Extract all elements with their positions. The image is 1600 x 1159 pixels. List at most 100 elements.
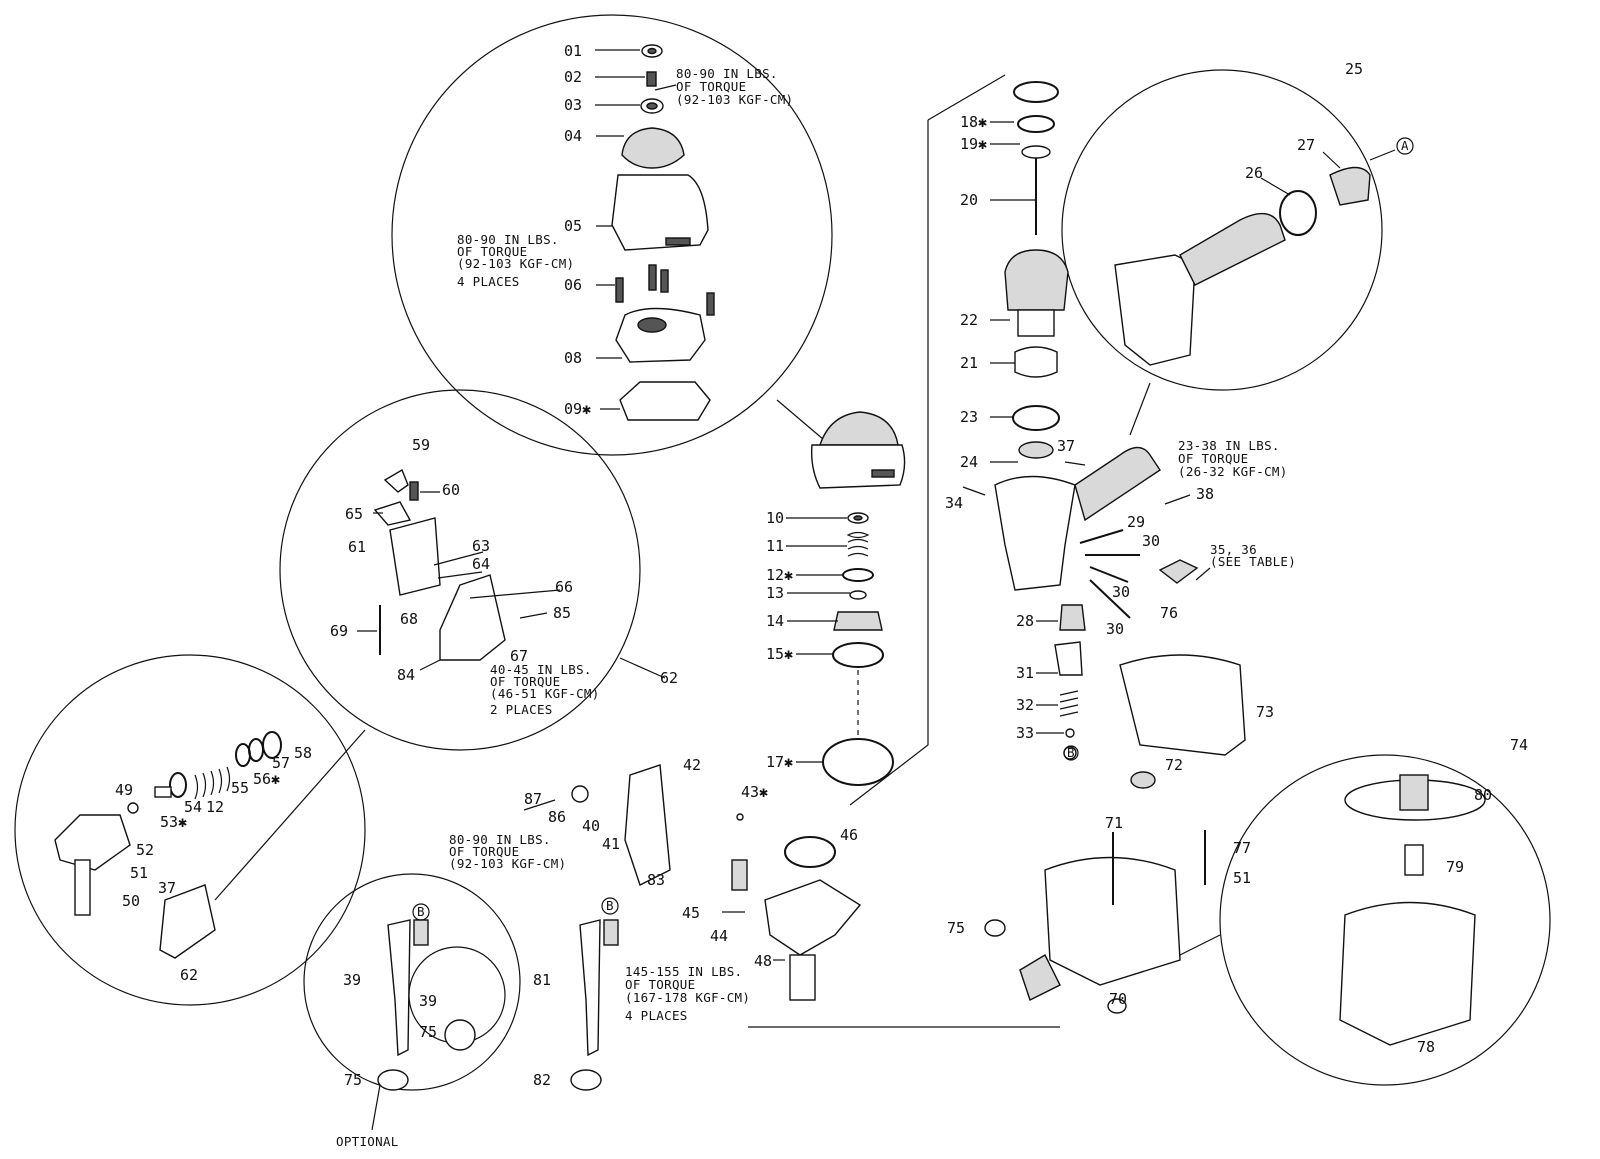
svg-text:(92-103 KGF-CM): (92-103 KGF-CM): [449, 856, 566, 871]
part-label: 20: [960, 191, 978, 209]
part-label: 51: [1233, 869, 1251, 887]
part-label: 02: [564, 68, 582, 86]
part-label: 28: [1016, 612, 1034, 630]
assembled-cap: [810, 411, 906, 489]
svg-text:80-90 IN LBS.: 80-90 IN LBS.: [457, 232, 559, 247]
svg-text:OF TORQUE: OF TORQUE: [449, 844, 519, 859]
torque-note-handle-screw: 23-38 IN LBS. OF TORQUE (26-32 KGF-CM): [1178, 438, 1288, 479]
part-label: 82: [533, 1071, 551, 1089]
svg-text:40-45 IN LBS.: 40-45 IN LBS.: [490, 662, 592, 677]
svg-text:(SEE TABLE): (SEE TABLE): [1210, 554, 1296, 569]
part-label: 04: [564, 127, 582, 145]
part-label: 37: [158, 879, 176, 897]
frame-line-cylinder: [927, 74, 1006, 121]
part-label: 06: [564, 276, 582, 294]
part-label: 11: [766, 537, 784, 555]
part-label: 67: [510, 647, 528, 665]
part-label: 77: [1233, 839, 1251, 857]
part-label: 70: [1109, 990, 1127, 1008]
part-label: 10: [766, 509, 784, 527]
part-label: 73: [1256, 703, 1274, 721]
part-label: 71: [1105, 814, 1123, 832]
part-label: 46: [840, 826, 858, 844]
svg-text:(92-103 KGF-CM): (92-103 KGF-CM): [676, 92, 793, 107]
part-label: 23: [960, 408, 978, 426]
part-label: 75: [419, 1023, 437, 1041]
part-label: 79: [1446, 858, 1464, 876]
svg-text:35, 36: 35, 36: [1210, 542, 1257, 557]
leader-optional: [371, 1084, 381, 1131]
part-label: 40: [582, 817, 600, 835]
cap-assembly-parts: [595, 44, 715, 421]
trigger-detail: [357, 468, 666, 679]
part-label: 27: [1297, 136, 1315, 154]
svg-text:B: B: [606, 898, 614, 913]
see-table-note: 35, 36 (SEE TABLE): [1210, 542, 1296, 569]
part-label: 22: [960, 311, 978, 329]
main-body: [962, 446, 1211, 760]
part-label: 83: [647, 871, 665, 889]
part-label: 12: [206, 798, 224, 816]
part-label: 48: [754, 952, 772, 970]
part-label: 33: [1016, 724, 1034, 742]
detail-circle-magazine: [1219, 754, 1551, 1086]
svg-text:145-155 IN LBS.: 145-155 IN LBS.: [625, 964, 742, 979]
leader-handle-to-body: [1129, 382, 1151, 436]
part-label: 42: [683, 756, 701, 774]
torque-note-cap-bolts: 80-90 IN LBS. OF TORQUE (92-103 KGF-CM) …: [457, 232, 574, 289]
optional-parts: [377, 919, 619, 1091]
part-label: 85: [553, 604, 571, 622]
svg-text:B: B: [1067, 745, 1075, 760]
part-label: 45: [682, 904, 700, 922]
part-label: 32: [1016, 696, 1034, 714]
part-label: 01: [564, 42, 582, 60]
svg-text:80-90 IN LBS.: 80-90 IN LBS.: [676, 66, 778, 81]
leader-cap-to-body: [776, 399, 831, 446]
part-label: 54: [184, 798, 202, 816]
detail-circle-optional: [303, 873, 521, 1091]
svg-text:(26-32 KGF-CM): (26-32 KGF-CM): [1178, 464, 1288, 479]
part-label: 57: [272, 754, 290, 772]
part-label: 26: [1245, 164, 1263, 182]
detail-circle-cap: [391, 14, 833, 456]
part-label: 76: [1160, 604, 1178, 622]
detail-circle-handle: [1061, 69, 1383, 391]
part-label: 41: [602, 835, 620, 853]
part-label: 86: [548, 808, 566, 826]
valve-detail: [54, 731, 282, 959]
svg-text:23-38 IN LBS.: 23-38 IN LBS.: [1178, 438, 1280, 453]
part-label: 37: [1057, 437, 1075, 455]
svg-text:OF TORQUE: OF TORQUE: [676, 79, 746, 94]
part-label: 66: [555, 578, 573, 596]
torque-note-trigger-screw: 40-45 IN LBS. OF TORQUE (46-51 KGF-CM) 2…: [490, 662, 599, 717]
svg-text:OF TORQUE: OF TORQUE: [457, 244, 527, 259]
svg-text:80-90 IN LBS.: 80-90 IN LBS.: [449, 832, 551, 847]
callout-a: A: [1396, 137, 1414, 155]
detail-circle-valve: [14, 654, 366, 1006]
part-label: 18✱: [960, 113, 987, 131]
frame-line-cylinder-v: [849, 120, 929, 806]
part-label: 53✱: [160, 813, 187, 831]
callout-b-left: B: [412, 903, 430, 921]
part-number-labels: 01 02 03 04 05 06 08 09✱ 10 11 12✱ 13 14…: [115, 42, 1528, 1089]
leader-mag-detail: [1179, 934, 1221, 956]
part-label: 30: [1142, 532, 1160, 550]
torque-note-valve-screw: 80-90 IN LBS. OF TORQUE (92-103 KGF-CM): [449, 832, 566, 871]
part-label: 55: [231, 779, 249, 797]
part-label: 80: [1474, 786, 1492, 804]
center-column-parts: [786, 512, 894, 786]
svg-text:OF TORQUE: OF TORQUE: [1178, 451, 1248, 466]
part-label: 39: [419, 992, 437, 1010]
part-label: 03: [564, 96, 582, 114]
part-label: 56✱: [253, 770, 280, 788]
part-label: 43✱: [741, 783, 768, 801]
svg-text:(167-178 KGF-CM): (167-178 KGF-CM): [625, 990, 750, 1005]
part-label: 15✱: [766, 645, 793, 663]
part-label: 74: [1510, 736, 1528, 754]
part-label: 34: [945, 494, 963, 512]
part-label: 39: [343, 971, 361, 989]
part-label: 08: [564, 349, 582, 367]
nose-assembly: [523, 764, 862, 1001]
part-label: 17✱: [766, 753, 793, 771]
